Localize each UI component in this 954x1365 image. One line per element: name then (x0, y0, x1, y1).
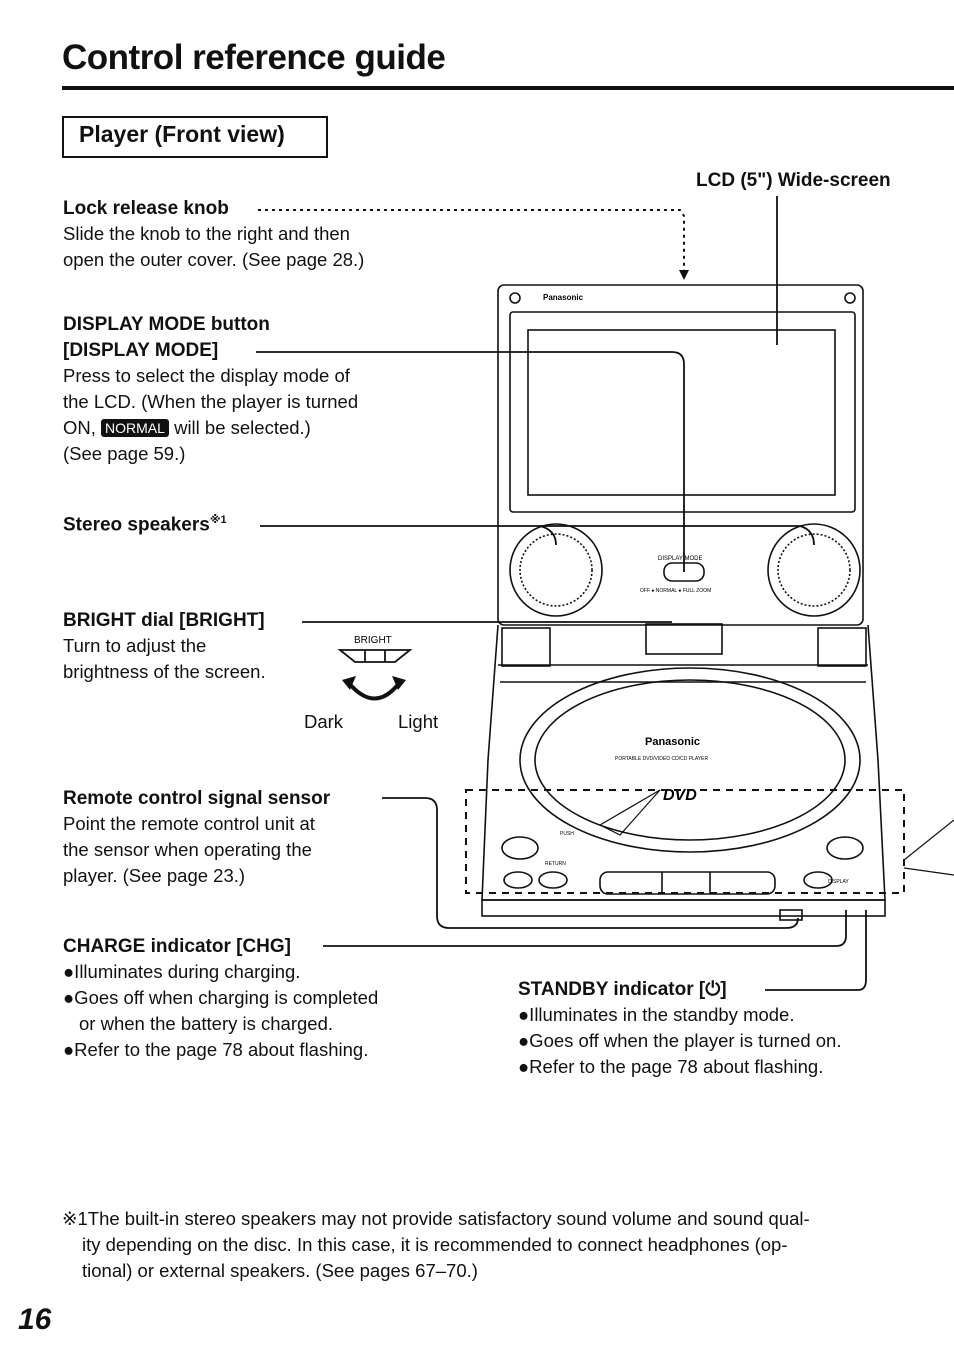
section-box (62, 116, 328, 158)
lcd-label: LCD (5") Wide-screen (696, 170, 891, 191)
title-rule (62, 86, 954, 90)
charge-bullet: or when the battery is charged. (79, 1013, 334, 1034)
standby-bullets: ●Illuminates in the standby mode. ●Goes … (518, 1002, 841, 1080)
display-btn-text: DISPLAY (828, 879, 849, 885)
standby-indicator-title: STANDBY indicator [⏻] (518, 979, 727, 1000)
desc-pre: ON, (63, 417, 96, 438)
remote-sensor-title: Remote control signal sensor (63, 788, 331, 809)
standby-bullet: ●Goes off when the player is turned on. (518, 1030, 842, 1051)
desc-post: will be selected.) (174, 417, 311, 438)
normal-badge: NORMAL (101, 419, 169, 437)
front-controls-box (465, 789, 905, 894)
lock-release-title: Lock release knob (63, 198, 229, 219)
footnote-line: ity depending on the disc. In this case,… (82, 1234, 788, 1255)
page-number: 16 (18, 1303, 52, 1336)
bright-desc-line: Turn to adjust the (63, 635, 207, 656)
zoom-text: OFF ● NORMAL ● FULL ZOOM (640, 588, 711, 594)
display-desc-line: Press to select the display mode of (63, 365, 350, 386)
dvd-logo: DVD (663, 787, 697, 804)
charge-bullet: ●Illuminates during charging. (63, 961, 301, 982)
remote-desc-line: the sensor when operating the (63, 839, 312, 860)
return-text: RETURN (545, 861, 566, 867)
transport-buttons (599, 871, 776, 895)
bright-dial-label: BRIGHT (354, 635, 392, 646)
push-text: PUSH (560, 831, 574, 837)
bright-dial-title: BRIGHT dial [BRIGHT] (63, 610, 265, 631)
charge-bullet: ●Refer to the page 78 about flashing. (63, 1039, 369, 1060)
footnote-line: tional) or external speakers. (See pages… (82, 1260, 478, 1281)
lock-release-desc: Slide the knob to the right and then ope… (63, 221, 364, 273)
standby-bullet: ●Refer to the page 78 about flashing. (518, 1056, 824, 1077)
lid-outline (497, 284, 864, 626)
remote-desc-line: Point the remote control unit at (63, 813, 315, 834)
display-mode-text: DISPLAY MODE (658, 556, 702, 562)
display-mode-title-2: [DISPLAY MODE] (63, 340, 219, 361)
lock-desc-line: Slide the knob to the right and then (63, 223, 350, 244)
brand-base: Panasonic (645, 736, 700, 748)
bright-dial-illustration (337, 649, 413, 701)
bright-dial-desc: Turn to adjust the brightness of the scr… (63, 633, 266, 685)
dark-label: Dark (304, 711, 344, 732)
disc-lid (519, 667, 861, 853)
display-desc-line: (See page 59.) (63, 443, 186, 464)
charge-bullet: ●Goes off when charging is completed (63, 987, 379, 1008)
display-desc-line: ON, NORMAL will be selected.) (63, 415, 358, 441)
footnote: ※1The built-in stereo speakers may not p… (62, 1206, 922, 1284)
right-speaker (767, 523, 861, 617)
remote-desc-line: player. (See page 23.) (63, 865, 246, 886)
brand-lid: Panasonic (543, 293, 584, 302)
display-desc-line: the LCD. (When the player is turned (63, 391, 359, 412)
stereo-title-text: Stereo speakers (63, 514, 210, 536)
screen-bezel (509, 311, 856, 513)
standby-bullet: ●Illuminates in the standby mode. (518, 1004, 795, 1025)
stereo-speakers-title: Stereo speakers※1 (63, 513, 227, 536)
footnote-line: ※1The built-in stereo speakers may not p… (62, 1208, 810, 1229)
lcd-screen (527, 329, 836, 496)
display-mode-desc: Press to select the display mode of the … (63, 363, 358, 467)
charge-indicator-title: CHARGE indicator [CHG] (63, 936, 291, 957)
page-title: Control reference guide (62, 38, 446, 77)
footnote-mark: ※1 (209, 514, 227, 526)
bright-desc-line: brightness of the screen. (63, 661, 266, 682)
model-line: PORTABLE DVD/VIDEO CD/CD PLAYER (615, 756, 708, 762)
charge-bullets: ●Illuminates during charging. ●Goes off … (63, 959, 378, 1063)
section-title: Player (Front view) (79, 121, 285, 147)
light-label: Light (398, 711, 439, 732)
lock-desc-line: open the outer cover. (See page 28.) (63, 249, 365, 270)
remote-sensor-desc: Point the remote control unit at the sen… (63, 811, 315, 889)
display-mode-title: DISPLAY MODE button (63, 314, 270, 335)
left-speaker (509, 523, 603, 617)
